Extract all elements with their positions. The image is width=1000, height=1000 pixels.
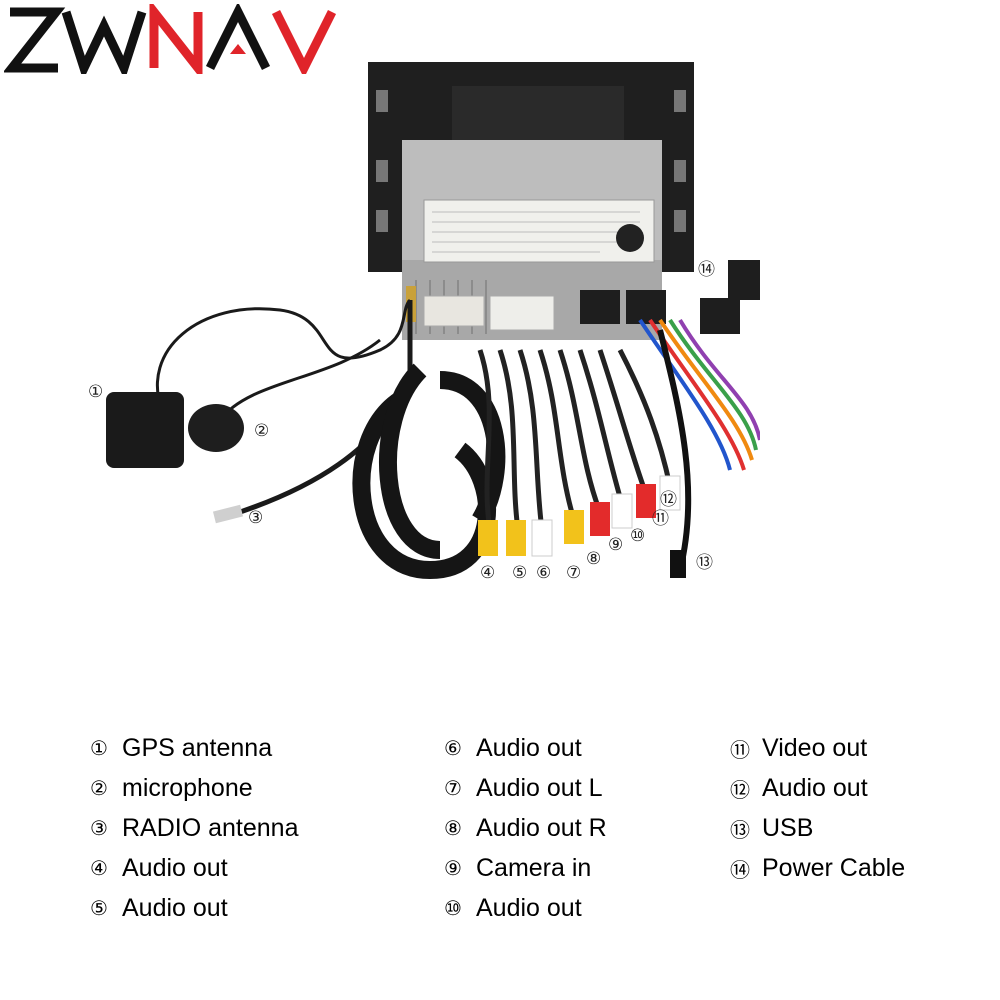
callout-4: ④ [480,563,496,583]
callout-12: ⑫ [660,490,677,510]
legend-item: ③ RADIO antenna [90,808,299,848]
legend-label: Audio out [476,893,582,922]
legend-number: ⑭ [730,857,750,882]
legend-number: ④ [90,856,108,880]
legend-label: USB [762,813,814,842]
legend-label: Audio out L [476,773,603,802]
legend-number: ⑤ [90,896,108,920]
callout-3: ③ [248,508,264,528]
gps-antenna [106,298,412,468]
legend-label: Audio out [476,733,582,762]
legend-label: GPS antenna [122,733,273,762]
legend-label: Power Cable [762,853,906,882]
legend-label: Audio out [762,773,868,802]
legend-column-2: ⑥ Audio out ⑦ Audio out L ⑧ Audio out R ⑨ Ca… [444,728,607,928]
callout-9: ⑨ [608,535,624,555]
legend-label: Camera in [476,853,592,882]
callout-13: ⑬ [696,553,713,573]
legend-label: Audio out R [476,813,607,842]
usb-cable [657,329,692,578]
callout-1: ① [88,382,104,402]
callout-8: ⑧ [586,549,602,569]
legend-column-3: ⑪ Video out ⑫ Audio out ⑬ USB ⑭ Power Cable [730,728,905,888]
legend-item: ④ Audio out [90,848,299,888]
callout-14: ⑭ [698,260,715,280]
callout-7: ⑦ [566,563,582,583]
legend-number: ② [90,776,108,800]
legend-number: ① [90,736,108,760]
legend-number: ⑫ [730,777,750,802]
callout-6: ⑥ [536,563,552,583]
legend-item: ① GPS antenna [90,728,299,768]
product-photo [106,62,760,580]
microphone [188,338,381,452]
legend-label: Video out [762,733,868,762]
legend-number: ⑪ [730,737,750,762]
legend-label: RADIO antenna [122,813,299,842]
legend-item: ⑧ Audio out R [444,808,607,848]
coiled-harness [352,363,506,580]
legend-number: ⑬ [730,817,750,842]
zwnav-logo [4,4,337,74]
legend-number: ⑧ [444,816,462,840]
legend-number: ⑥ [444,736,462,760]
callout-10: ⑩ [630,526,646,546]
legend-number: ⑨ [444,856,462,880]
legend-item: ⑨ Camera in [444,848,607,888]
legend-number: ⑦ [444,776,462,800]
legend-item: ⑪ Video out [730,728,905,768]
legend-label: Audio out [122,853,228,882]
legend-item: ② microphone [90,768,299,808]
legend-item: ⑦ Audio out L [444,768,607,808]
legend-label: Audio out [122,893,228,922]
legend-item: ⑭ Power Cable [730,848,905,888]
legend-item: ⑥ Audio out [444,728,607,768]
callout-11: ⑪ [652,509,669,529]
legend-item: ⑩ Audio out [444,888,607,928]
legend-item: ⑤ Audio out [90,888,299,928]
rca-plugs [478,475,681,557]
legend-item: ⑬ USB [730,808,905,848]
legend-label: microphone [122,773,253,802]
callout-2: ② [254,421,270,441]
legend-number: ⑩ [444,896,462,920]
legend-item: ⑫ Audio out [730,768,905,808]
callout-5: ⑤ [512,563,528,583]
legend-number: ③ [90,816,108,840]
